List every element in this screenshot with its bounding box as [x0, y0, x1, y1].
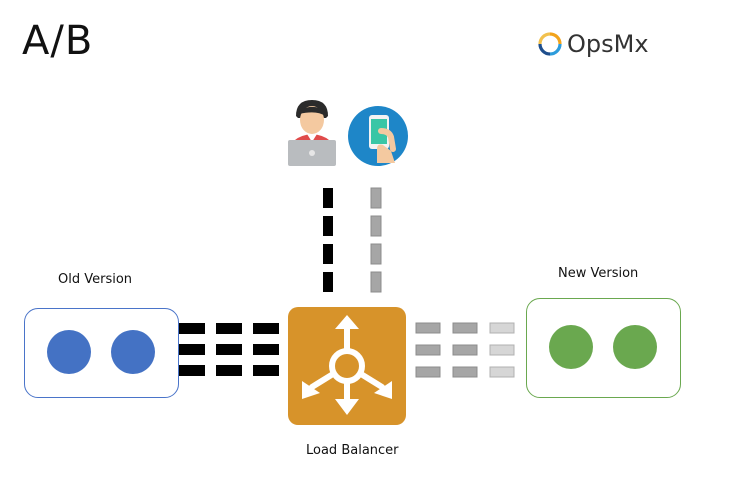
traffic-dashes-old — [179, 323, 279, 376]
traffic-dash — [253, 323, 279, 334]
traffic-dash — [489, 344, 515, 356]
opsmx-ring-logo-icon — [538, 32, 562, 56]
traffic-dash — [489, 366, 515, 378]
traffic-dash — [179, 323, 205, 334]
new-version-pool — [526, 298, 681, 398]
old-version-pool — [24, 308, 179, 398]
mobile-phone-icon — [348, 106, 408, 166]
traffic-dash — [452, 344, 478, 356]
diagram-title: A/B — [22, 18, 94, 64]
traffic-dash — [323, 216, 333, 236]
old-version-instance — [111, 330, 155, 374]
traffic-dash — [179, 365, 205, 376]
load-balancer-label: Load Balancer — [306, 443, 399, 458]
traffic-dash — [452, 366, 478, 378]
traffic-dash — [452, 322, 478, 334]
traffic-dash — [323, 188, 333, 208]
load-balancer — [288, 307, 406, 425]
old-version-label: Old Version — [58, 272, 133, 287]
traffic-dash — [253, 365, 279, 376]
traffic-dash — [370, 215, 382, 237]
traffic-dash — [489, 322, 515, 334]
traffic-dash — [253, 344, 279, 355]
old-version-instance — [47, 330, 91, 374]
opsmx-logo: OpsMx — [537, 30, 649, 58]
traffic-dash — [415, 366, 441, 378]
brand-name: OpsMx — [567, 30, 649, 58]
traffic-dash — [179, 344, 205, 355]
new-version-instance — [613, 325, 657, 369]
traffic-dash — [323, 244, 333, 264]
traffic-dash — [216, 323, 242, 334]
traffic-dash — [370, 187, 382, 209]
traffic-dash — [216, 365, 242, 376]
traffic-dash — [370, 271, 382, 293]
traffic-dash — [370, 243, 382, 265]
desktop-user-icon — [288, 100, 336, 166]
load-balancer-icon — [302, 315, 392, 415]
traffic-dashes-new — [415, 322, 515, 378]
traffic-dash — [415, 344, 441, 356]
traffic-dash — [216, 344, 242, 355]
traffic-dash — [415, 322, 441, 334]
new-version-label: New Version — [558, 266, 639, 281]
new-version-instance — [549, 325, 593, 369]
traffic-dash — [323, 272, 333, 292]
traffic-dashes-user — [323, 187, 382, 293]
